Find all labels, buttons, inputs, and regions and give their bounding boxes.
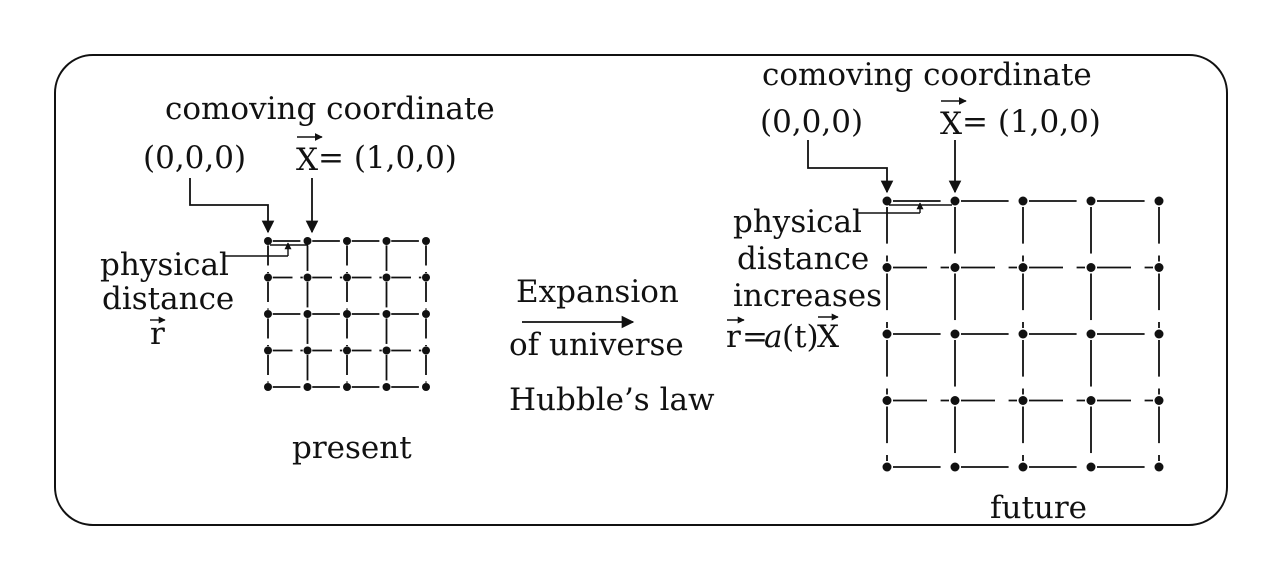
present-physical-label: physical (100, 247, 229, 283)
future-caption: future (990, 490, 1087, 526)
present-grid-node (422, 383, 430, 391)
present-comoving-heading: comoving coordinate (165, 91, 495, 127)
future-grid-node (1086, 329, 1096, 339)
future-grid-node (950, 263, 960, 272)
future-origin-label: (0,0,0) (760, 104, 863, 140)
future-grid-node (882, 396, 892, 405)
present-grid-node (422, 237, 430, 245)
diagram-frame (54, 54, 1228, 526)
future-grid-node (1086, 462, 1096, 472)
present-grid-node (422, 310, 430, 318)
present-distance-label: distance (102, 281, 234, 317)
future-increases-label: increases (733, 278, 882, 314)
present-grid-node (382, 346, 391, 355)
future-grid-node (1086, 263, 1096, 272)
formula-r-symbol: r (726, 319, 741, 355)
of-universe-label: of universe (509, 327, 684, 363)
formula-t: (t) (782, 319, 819, 355)
present-x-value: = (1,0,0) (318, 140, 457, 176)
future-grid-node (1018, 396, 1028, 405)
future-grid-node (1154, 462, 1164, 472)
future-distance-label: distance (737, 241, 869, 277)
present-grid-node (303, 346, 312, 355)
present-grid-node (264, 273, 272, 282)
future-grid-node (882, 462, 892, 472)
present-grid-node (343, 310, 351, 318)
future-grid-node (950, 196, 960, 206)
formula-equals: = (742, 319, 768, 355)
future-grid-node (950, 329, 960, 339)
future-x-symbol: X (940, 106, 962, 142)
future-grid-node (1018, 263, 1028, 272)
future-grid-node (1018, 329, 1028, 339)
present-grid-node (303, 310, 312, 318)
formula-x-symbol: X (817, 319, 839, 355)
present-grid-node (343, 237, 351, 245)
present-grid-node (422, 346, 430, 355)
future-grid-node (1086, 196, 1096, 206)
present-grid-node (422, 273, 430, 282)
present-grid-node (382, 310, 391, 318)
present-grid (264, 237, 430, 391)
future-grid-node (1018, 196, 1028, 206)
future-comoving-heading: comoving coordinate (762, 57, 1092, 93)
expansion-label: Expansion (516, 274, 679, 310)
future-x-value: = (1,0,0) (962, 104, 1101, 140)
present-grid-node (303, 237, 312, 245)
present-origin-label: (0,0,0) (143, 140, 246, 176)
future-grid-node (882, 329, 892, 339)
present-grid-node (303, 383, 312, 391)
present-r-symbol: r (150, 316, 165, 352)
future-grid-node (882, 196, 892, 206)
present-grid-node (264, 237, 272, 245)
future-grid-node (1154, 396, 1164, 405)
future-grid-node (882, 263, 892, 272)
present-grid-node (264, 383, 272, 391)
future-grid-node (1154, 263, 1164, 272)
future-origin-leader-arrow (807, 140, 894, 194)
present-grid-node (264, 346, 272, 355)
present-grid-node (303, 273, 312, 282)
future-grid-node (1086, 396, 1096, 405)
future-grid-node (1154, 329, 1164, 339)
formula-a: a (764, 319, 782, 355)
future-grid-node (950, 396, 960, 405)
future-grid-node (1154, 196, 1164, 206)
present-grid-node (264, 310, 272, 318)
present-grid-node (343, 383, 351, 391)
present-x-symbol: X (296, 142, 318, 178)
present-caption: present (292, 430, 412, 466)
future-grid (882, 196, 1164, 472)
present-grid-node (343, 273, 351, 282)
future-grid-node (1018, 462, 1028, 472)
present-grid-node (382, 273, 391, 282)
future-grid-node (950, 462, 960, 472)
hubbles-law-label: Hubble’s law (509, 382, 715, 418)
present-origin-leader-arrow (189, 178, 275, 234)
present-grid-node (382, 383, 391, 391)
present-grid-node (343, 346, 351, 355)
future-physical-label: physical (733, 204, 862, 240)
present-grid-node (382, 237, 391, 245)
